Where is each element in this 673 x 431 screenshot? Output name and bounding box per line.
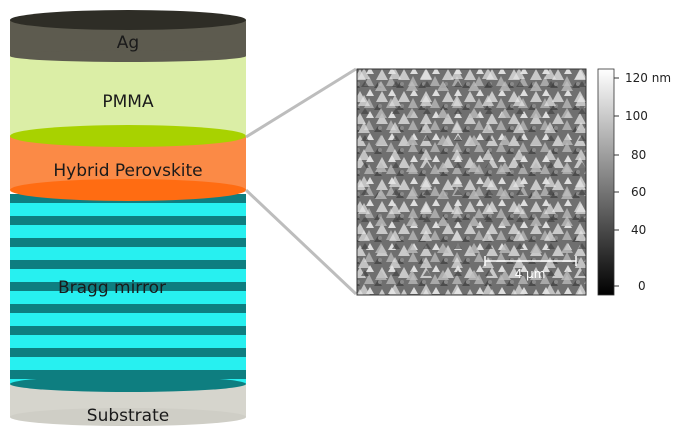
ag-layer [10, 10, 246, 62]
bragg-dark-stripe [10, 238, 246, 247]
colorbar-tick-100: 100 [625, 109, 648, 123]
zoom-line-top [245, 67, 357, 139]
ag-label: Ag [117, 33, 139, 53]
bragg-light-stripe [10, 269, 246, 282]
bragg-dark-stripe [10, 348, 246, 357]
bragg-mirror-layer [10, 194, 246, 392]
bragg-bottom-edge [10, 376, 246, 392]
bragg-label: Bragg mirror [58, 278, 166, 298]
bragg-dark-stripe [10, 326, 246, 335]
pmma-label: PMMA [102, 92, 154, 112]
perovskite-label: Hybrid Perovskite [53, 161, 202, 181]
colorbar-tick-120: 120 nm [625, 71, 671, 85]
bragg-light-stripe [10, 225, 246, 238]
afm-image [356, 68, 587, 296]
bragg-light-stripe [10, 247, 246, 260]
scale-bar [484, 256, 577, 266]
bragg-light-stripe [10, 291, 246, 304]
bragg-light-stripe [10, 313, 246, 326]
zoom-line-bottom [244, 188, 358, 296]
bragg-light-stripe [10, 357, 246, 370]
bragg-dark-stripe [10, 216, 246, 225]
colorbar [597, 68, 619, 296]
colorbar-tick-80: 80 [631, 148, 646, 162]
bragg-light-stripe [10, 203, 246, 216]
scale-bar-label: 4 μm [515, 267, 546, 281]
colorbar-tick-0: 0 [638, 279, 646, 293]
pmma-layer [10, 56, 246, 147]
bragg-dark-stripe [10, 282, 246, 291]
bragg-dark-stripe [10, 260, 246, 269]
colorbar-tick-60: 60 [631, 185, 646, 199]
colorbar-tick-40: 40 [631, 223, 646, 237]
substrate-label: Substrate [87, 406, 169, 426]
bragg-dark-stripe [10, 370, 246, 379]
bragg-light-stripe [10, 335, 246, 348]
bragg-dark-stripe [10, 304, 246, 313]
